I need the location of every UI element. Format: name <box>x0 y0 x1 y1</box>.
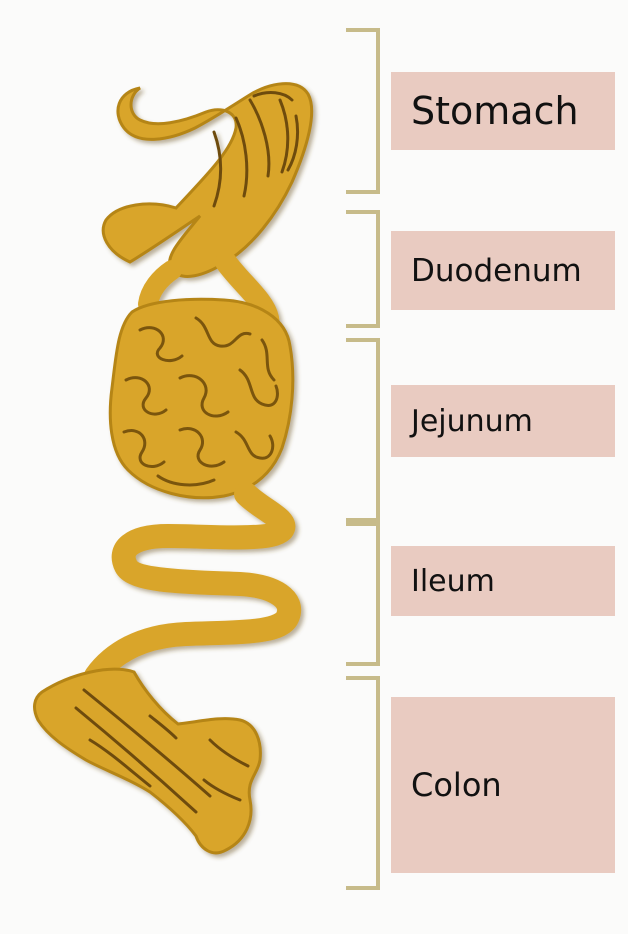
stomach-illustration <box>103 84 311 277</box>
bracket-duodenum <box>348 212 378 326</box>
label-ileum: Ileum <box>391 546 615 616</box>
jejunum-illustration <box>110 299 293 497</box>
label-duodenum-text: Duodenum <box>411 253 582 289</box>
label-ileum-text: Ileum <box>411 564 495 599</box>
bracket-stomach <box>348 30 378 192</box>
label-stomach-text: Stomach <box>411 89 579 133</box>
bracket-colon <box>348 678 378 888</box>
label-colon: Colon <box>391 697 615 873</box>
bracket-jejunum <box>348 340 378 520</box>
label-jejunum: Jejunum <box>391 385 615 457</box>
label-duodenum: Duodenum <box>391 231 615 310</box>
bracket-ileum <box>348 524 378 664</box>
label-colon-text: Colon <box>411 766 502 804</box>
ileum-illustration <box>96 494 289 676</box>
label-jejunum-text: Jejunum <box>411 404 533 439</box>
colon-illustration <box>35 669 261 853</box>
label-stomach: Stomach <box>391 72 615 150</box>
